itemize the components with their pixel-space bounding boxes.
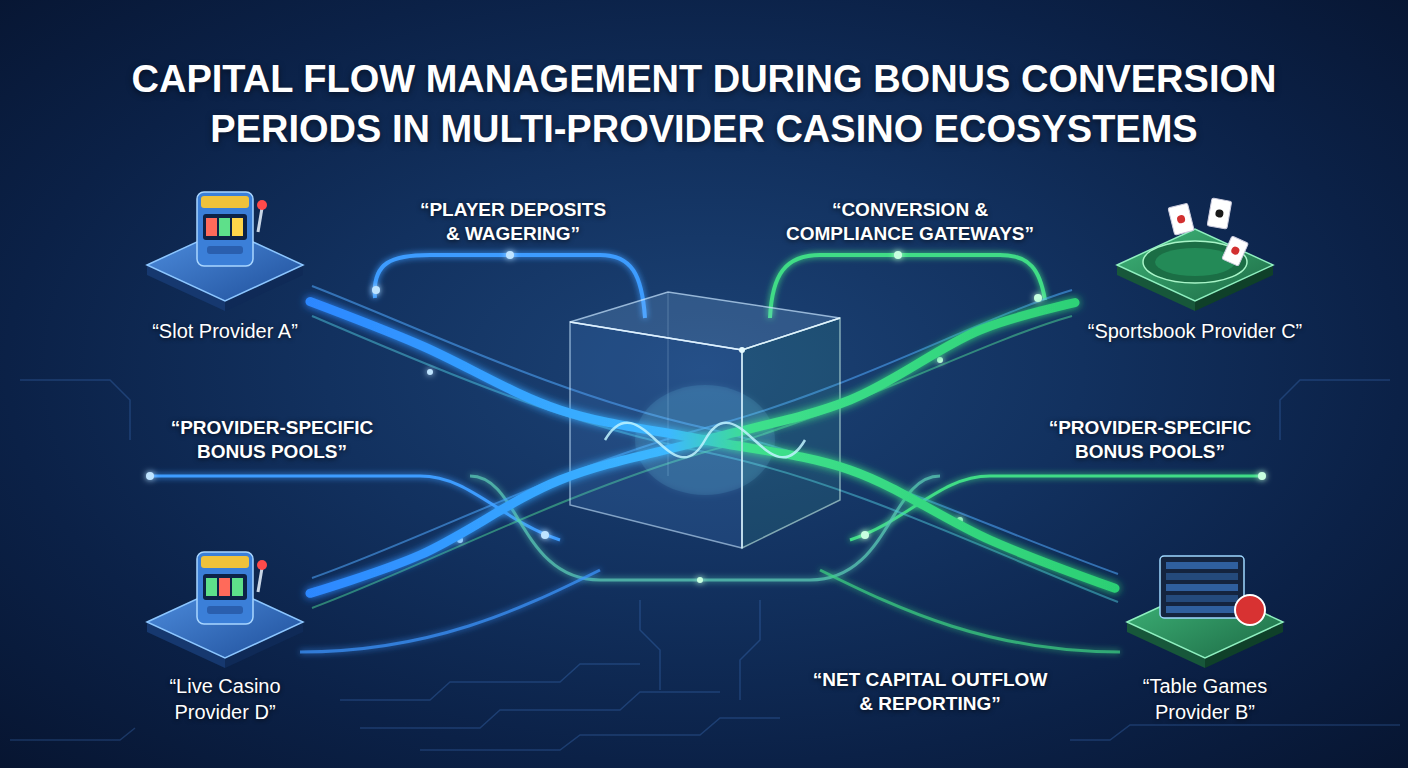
card-face (1207, 198, 1232, 229)
diagram-title: CAPITAL FLOW MANAGEMENT DURING BONUS CON… (84, 54, 1324, 154)
flow-label: “PROVIDER-SPECIFIC BONUS POOLS” (152, 416, 392, 464)
flow-strand (820, 570, 1120, 652)
flow-dot (541, 531, 549, 539)
tile-top (1127, 586, 1283, 658)
card-pip (1215, 209, 1224, 218)
flow-arc (770, 255, 1045, 318)
circuit-trace (740, 600, 760, 700)
card-face (1222, 236, 1249, 266)
flow-label: “PROVIDER-SPECIFIC BONUS POOLS” (1030, 416, 1270, 464)
slot-tile (147, 192, 303, 311)
provider-label: “Sportsbook Provider C” (1079, 318, 1311, 344)
flow-dot (1034, 294, 1042, 302)
provider-label: “Table Games Provider B” (1119, 673, 1291, 725)
provider-node: “Table Games Provider B” (1115, 545, 1295, 729)
slot-cabinet (197, 192, 253, 266)
ribbon-strand (312, 316, 1118, 602)
pool-line (850, 476, 1262, 540)
slot-lever (258, 568, 262, 592)
cube-edge (570, 318, 840, 350)
flow-label: “PLAYER DEPOSITS & WAGERING” (413, 198, 613, 246)
slot-buttons (207, 606, 243, 614)
cube-edge (741, 350, 743, 548)
circuit-trace (340, 664, 640, 700)
circuit-trace (360, 692, 720, 728)
ribbon-strands (312, 286, 1118, 608)
cube-wave (605, 423, 805, 458)
slot-reel (232, 218, 243, 236)
slot-topper (201, 196, 249, 208)
circuit-trace (20, 380, 130, 440)
screen-row (1166, 573, 1238, 580)
card-face (1168, 203, 1194, 235)
cube-spark (739, 347, 745, 353)
flow-dot (861, 531, 869, 539)
screen-row (1166, 595, 1238, 602)
table-felt (1155, 248, 1235, 276)
slot-topper (201, 556, 249, 568)
flow-arc (375, 255, 645, 318)
flow-connector (310, 303, 1075, 594)
provider-label: “Live Casino Provider D” (144, 673, 306, 725)
provider-node: “Slot Provider A” (140, 190, 310, 348)
playing-card (1207, 198, 1232, 229)
circuit-trace (10, 728, 135, 740)
flow-label: “CONVERSION & COMPLIANCE GATEWAYS” (775, 198, 1045, 246)
card-pip (1230, 245, 1241, 256)
flow-dot (146, 472, 154, 480)
slot-reel (206, 218, 217, 236)
circuit-trace (420, 718, 780, 750)
provider-label: “Slot Provider A” (144, 318, 306, 344)
slot-reel (206, 578, 217, 596)
provider-node: “Sportsbook Provider C” (1075, 190, 1315, 348)
screen-row (1166, 562, 1238, 569)
slot-lever (258, 208, 262, 232)
flow-dot (427, 369, 433, 375)
flow-dot (937, 357, 943, 363)
table-games-tile (1127, 556, 1283, 668)
flow-label: “NET CAPITAL OUTFLOW & REPORTING” (805, 668, 1055, 716)
playing-card (1168, 203, 1194, 235)
slot-buttons (207, 246, 243, 254)
flow-dot (697, 577, 703, 583)
card-pip (1176, 214, 1186, 224)
game-badge (1235, 595, 1265, 625)
screen-row (1166, 584, 1238, 591)
slot-cabinet (197, 552, 253, 624)
circuit-trace (640, 600, 660, 690)
slot-reel (219, 218, 230, 236)
ribbon-strand (312, 316, 1072, 608)
sportsbook-tile (1117, 198, 1273, 311)
tile-top (1117, 229, 1273, 301)
flow-dot (506, 251, 514, 259)
circuit-trace (1070, 725, 1400, 740)
live-casino-tile (147, 552, 303, 668)
circuit-trace (1280, 380, 1390, 440)
game-screen (1160, 556, 1244, 618)
slot-reel (219, 578, 230, 596)
slot-knob (257, 200, 267, 210)
playing-card (1222, 236, 1249, 266)
slot-reel (232, 578, 243, 596)
flow-dot (1258, 472, 1266, 480)
provider-node: “Live Casino Provider D” (140, 545, 310, 729)
slot-knob (257, 560, 267, 570)
flow-dot (372, 286, 380, 294)
slot-screen (203, 214, 247, 240)
slot-screen (203, 574, 247, 600)
screen-row (1166, 606, 1238, 613)
flow-dot (894, 251, 902, 259)
